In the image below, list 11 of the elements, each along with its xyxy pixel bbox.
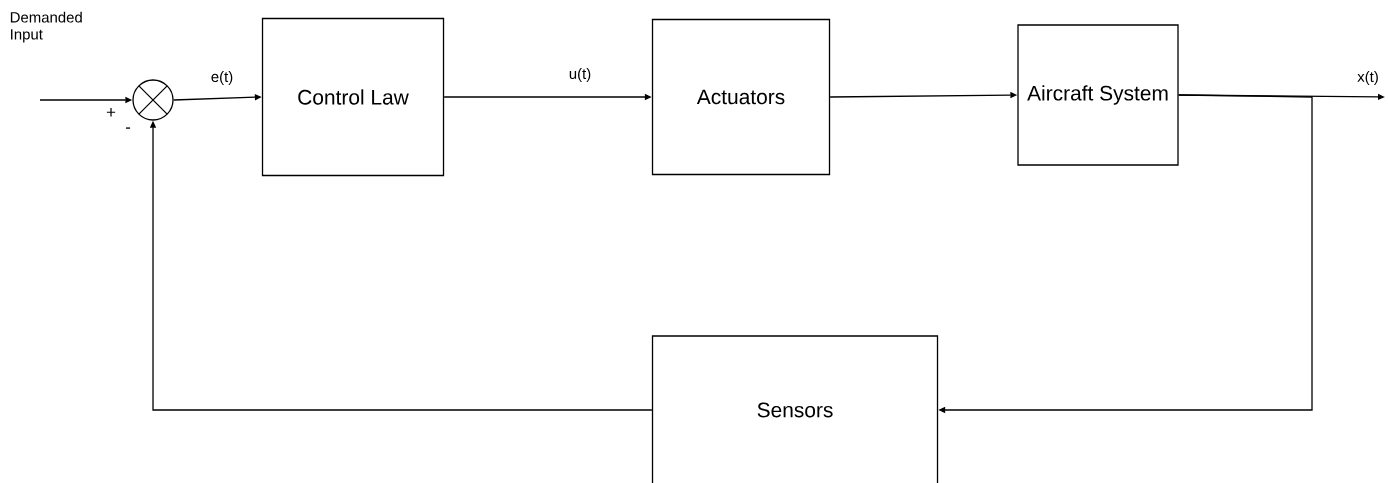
block-box: Sensors bbox=[651, 335, 939, 483]
block-box: Control Law bbox=[261, 17, 445, 177]
block-box: Aircraft System bbox=[1017, 24, 1179, 166]
summing-junction bbox=[132, 79, 174, 121]
edge-label: u(t) bbox=[569, 68, 591, 82]
edge-label: e(t) bbox=[211, 71, 233, 85]
block-box: Actuators bbox=[651, 18, 831, 176]
edge-label: Demanded Input bbox=[10, 11, 82, 43]
sign-label: + bbox=[106, 108, 116, 117]
sign-label: - bbox=[125, 127, 131, 129]
edge-label: x(t) bbox=[1357, 71, 1378, 85]
